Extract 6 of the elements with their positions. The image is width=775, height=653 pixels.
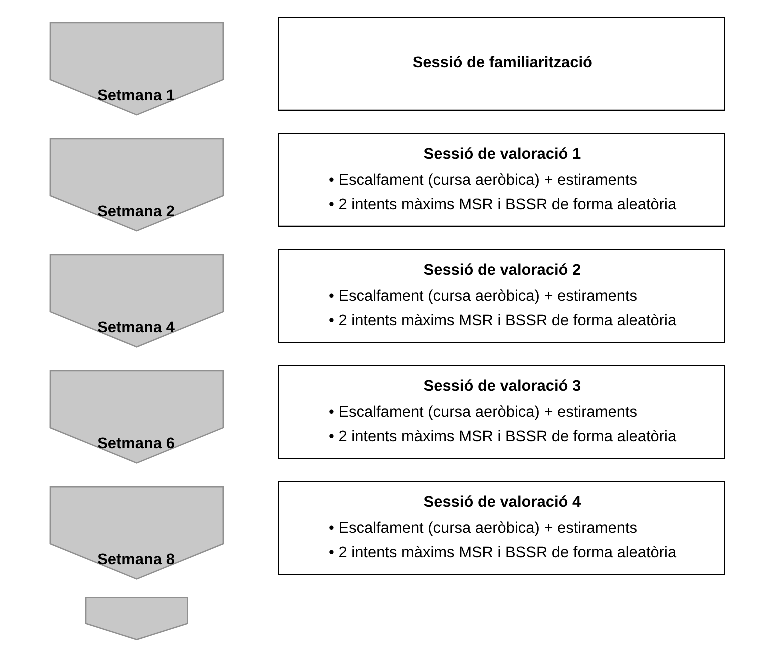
- node-box: Sessió de valoració 2 • Escalfament (cursa aeròbica) + estiraments • 2 intents màxims MSR i BSSR de forma aleatòria: [278, 249, 726, 344]
- node-box: Sessió de valoració 3 • Escalfament (cursa aeròbica) + estiraments • 2 intents màxims MSR i BSSR de forma aleatòria: [278, 365, 726, 460]
- node-chevron: [85, 597, 188, 640]
- node-box: Sessió de valoració 4 • Escalfament (cursa aeròbica) + estiraments • 2 intents màxims MSR i BSSR de forma aleatòria: [278, 481, 726, 576]
- node-box: Sessió de familiarització: [278, 17, 726, 112]
- node-box: Sessió de valoració 1 • Escalfament (cursa aeròbica) + estiraments • 2 intents màxims MSR i BSSR de forma aleatòria: [278, 133, 726, 228]
